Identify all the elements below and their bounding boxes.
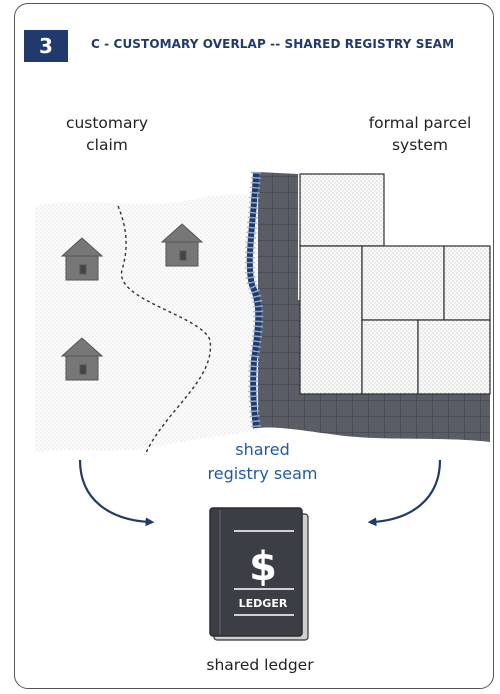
ledger-book-text: LEDGER	[239, 597, 288, 610]
customary-land-area	[35, 192, 262, 452]
formal-label-line2: system	[391, 136, 449, 154]
customary-boundary-dashed	[117, 205, 212, 456]
parcel-3	[361, 245, 445, 321]
ledger-dollar-symbol: $	[249, 544, 277, 590]
parcel-5	[361, 319, 419, 395]
customary-label-line1: customary	[65, 114, 149, 132]
seam-label-line2: registry seam	[207, 464, 318, 483]
formal-parcel-label: formal parcel system	[360, 112, 480, 156]
formal-parcels	[299, 173, 491, 395]
customary-claim-label: customary claim	[52, 112, 162, 156]
house-icon	[60, 237, 104, 281]
ledger-caption: shared ledger	[206, 656, 314, 674]
parcel-2	[299, 245, 363, 395]
curved-arrow-icon	[367, 459, 442, 527]
customary-label-line2: claim	[86, 136, 128, 154]
ledger-book-icon	[209, 507, 309, 641]
seam-label: shared registry seam	[200, 438, 325, 486]
formal-label-line1: formal parcel	[368, 114, 472, 132]
parcel-4	[443, 245, 491, 321]
curved-arrow-icon	[78, 459, 155, 527]
registry-seam-zipper	[244, 171, 264, 429]
panel-title: C - CUSTOMARY OVERLAP -- SHARED REGISTRY…	[91, 37, 455, 51]
parcel-1	[299, 173, 385, 247]
house-icon	[60, 337, 104, 381]
parcel-6	[417, 319, 491, 395]
house-icon	[160, 223, 204, 267]
seam-label-line1: shared	[235, 440, 290, 459]
panel-number-badge: 3	[24, 30, 68, 62]
